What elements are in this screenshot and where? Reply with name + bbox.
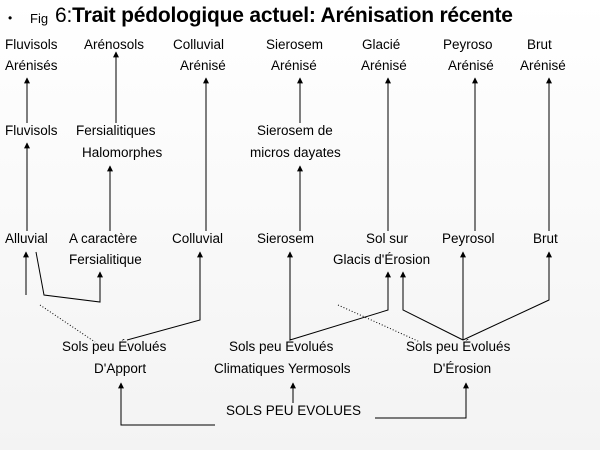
node-arenises: Arénisés	[5, 58, 58, 73]
dotted-branch-apport	[39, 304, 96, 343]
node-d-apport: D'Apport	[94, 361, 147, 376]
branch-root-left	[120, 393, 215, 426]
fig-number: 6:	[55, 4, 73, 27]
node-glacie: Glacié	[362, 37, 401, 52]
node-climatiques-yermosols: Climatiques Yermosols	[214, 361, 351, 376]
node-peyroso: Peyroso	[443, 37, 493, 52]
node-a-caractere: A caractère	[69, 231, 138, 246]
node-colluvial-mid: Colluvial	[172, 231, 224, 246]
node-fluvisols-mid: Fluvisols	[5, 123, 58, 138]
node-fluvisols-top: Fluvisols	[5, 37, 58, 52]
node-sol-sur: Sol sur	[366, 231, 409, 246]
node-sols-peu-evolues-climatiques: Sols peu Évolués	[229, 339, 334, 354]
branch-erosion-brut	[462, 263, 550, 341]
branch-erosion-glacis	[402, 290, 464, 341]
node-arenosols: Arénosols	[84, 37, 145, 52]
node-fersialitiques: Fersialitiques	[76, 123, 156, 138]
node-arenise-colluvial: Arénisé	[180, 58, 226, 73]
node-sierosem-de: Sierosem de	[257, 123, 333, 138]
node-colluvial-top: Colluvial	[173, 37, 225, 52]
node-sierosem-top: Sierosem	[266, 37, 324, 52]
branch-climatiques-to-glacis	[289, 272, 389, 341]
node-micros-dayates: micros dayates	[250, 145, 341, 160]
node-brut-mid: Brut	[533, 231, 558, 246]
node-fersialitique: Fersialitique	[69, 252, 142, 267]
node-arenise-peyroso: Arénisé	[448, 58, 494, 73]
branch-colluvial	[126, 263, 201, 341]
node-d-erosion: D'Érosion	[433, 361, 492, 376]
node-alluvial: Alluvial	[5, 231, 48, 246]
node-sols-peu-evolues-erosion: Sols peu Évolués	[406, 339, 511, 354]
fig-label: Fig	[30, 11, 49, 26]
node-arenise-sierosem: Arénisé	[271, 58, 317, 73]
node-halomorphes: Halomorphes	[82, 145, 163, 160]
node-arenise-glacie: Arénisé	[361, 58, 407, 73]
node-peyrosol: Peyrosol	[442, 231, 495, 246]
node-brut-top: Brut	[527, 37, 552, 52]
title-bullet: •	[8, 11, 13, 25]
title-text: Trait pédologique actuel: Arénisation ré…	[72, 4, 513, 27]
node-sierosem-mid: Sierosem	[257, 231, 315, 246]
dotted-branch-erosion	[337, 304, 421, 343]
node-arenise-brut: Arénisé	[520, 58, 566, 73]
node-sols-peu-evolues-root: SOLS PEU EVOLUES	[226, 403, 362, 418]
diagram-title: 6:Trait pédologique actuel: Arénisation …	[55, 4, 513, 28]
branch-alluvial-fersialitique	[35, 251, 101, 303]
node-glacis-erosion: Glacis d'Érosion	[333, 252, 431, 267]
branch-root-right	[375, 393, 467, 419]
node-sols-peu-evolues-apport: Sols peu Évolués	[62, 339, 167, 354]
